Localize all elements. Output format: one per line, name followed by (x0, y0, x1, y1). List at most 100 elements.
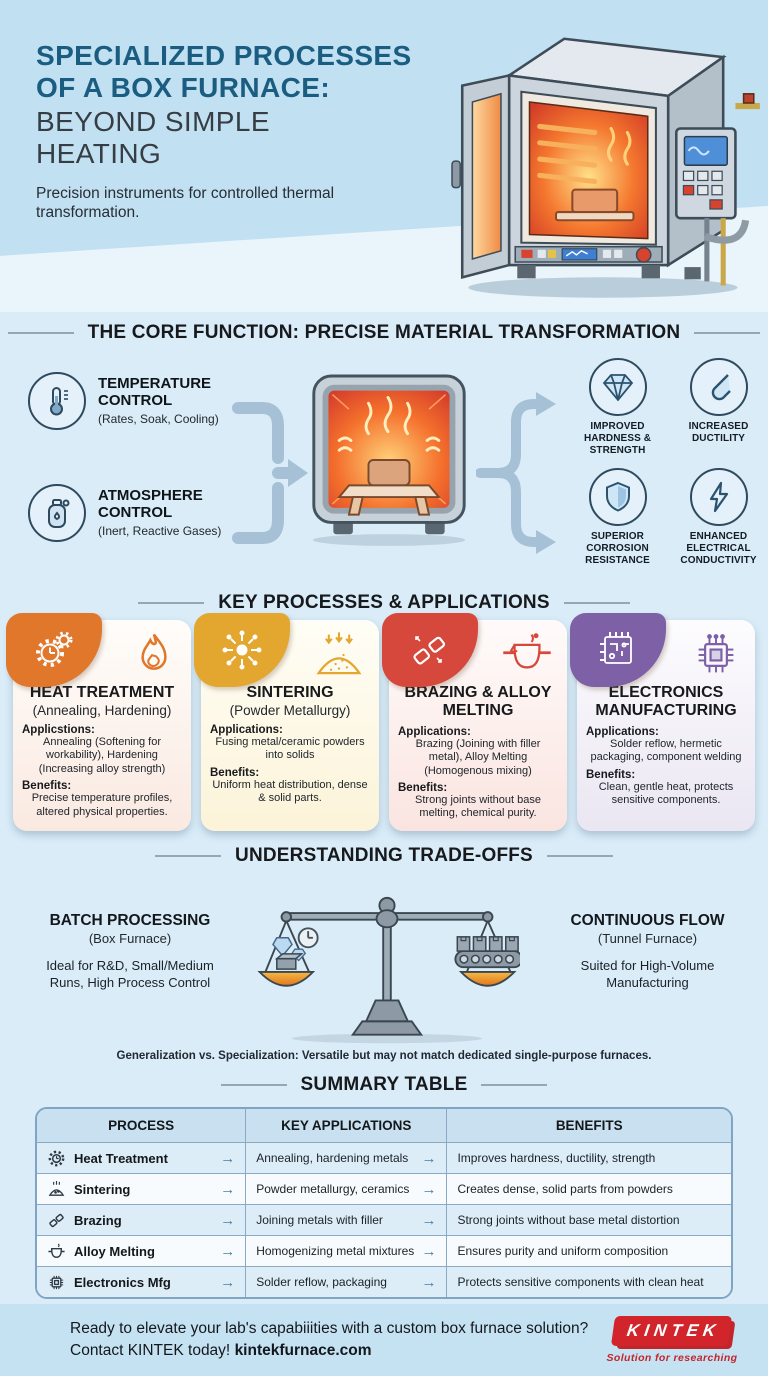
particle-scatter-icon (194, 613, 290, 687)
process-cards: HEAT TREATMENT (Annealing, Hardening) Ap… (0, 613, 768, 831)
summary-section-title: SUMMARY TABLE (0, 1074, 768, 1096)
col-header-benefits: BENEFITS (446, 1109, 731, 1142)
crucible-pour-icon (501, 630, 553, 680)
divider-line (546, 855, 613, 857)
merge-arrow (232, 402, 308, 544)
benefits-text: Strong joints without base melting, chem… (415, 794, 541, 820)
col-header-process: PROCESS (108, 1118, 175, 1133)
card-title: ELECTRONICS MANUFACTURING (595, 684, 737, 719)
process-name: Electronics Mfg (74, 1274, 171, 1290)
applications-text: Fusing metal/ceramic powders into solids (215, 735, 365, 762)
card-subtitle: (Annealing, Hardening) (32, 702, 172, 718)
arrow-icon: → (220, 1180, 236, 1198)
applications-label: Applications: (210, 723, 283, 736)
core-function-diagram: TEMPERATURE CONTROL (Rates, Soak, Coolin… (0, 356, 768, 592)
arrow-icon: → (220, 1242, 236, 1260)
applications-text: Brazing (Joining with filler metal), All… (415, 737, 541, 777)
table-row: Heat Treatment → Annealing, hardening me… (37, 1142, 731, 1173)
arrow-icon: → (220, 1211, 236, 1229)
output-corrosion: SUPERIOR CORROSION RESISTANCE (570, 468, 665, 566)
arrow-icon: → (220, 1273, 236, 1291)
benefits-label: Benefits: (586, 768, 636, 781)
process-name: Brazing (74, 1212, 122, 1228)
output-conductivity: ENHANCED ELECTRICAL CONDUCTIVITY (671, 468, 766, 566)
box-furnace-illustration (451, 37, 760, 298)
output-label: IMPROVED HARDNESS & STRENGTH (583, 421, 652, 456)
page-subtitle: BEYOND SIMPLE HEATING (36, 105, 270, 169)
col-header-applications: KEY APPLICATIONS (245, 1109, 446, 1142)
applications-cell: Powder metallurgy, ceramics (256, 1182, 410, 1196)
output-label: ENHANCED ELECTRICAL CONDUCTIVITY (680, 531, 757, 566)
input-atmosphere-control: ATMOSPHERE CONTROL (Inert, Reactive Gase… (28, 484, 268, 542)
card-electronics: ELECTRONICS MANUFACTURING Applications: … (570, 613, 755, 831)
core-section-title-text: THE CORE FUNCTION: PRECISE MATERIAL TRAN… (87, 322, 681, 343)
applications-cell: Joining metals with filler (256, 1213, 383, 1227)
divider-line (694, 332, 761, 334)
card-title: HEAT TREATMENT (29, 684, 175, 701)
divider-line (220, 1084, 287, 1086)
applications-cell: Homogenizing metal mixtures (256, 1244, 415, 1258)
table-row: Electronics Mfg → Solder reflow, packagi… (37, 1266, 731, 1297)
header-text-block: SPECIALIZED PROCESSES OF A BOX FURNACE: … (36, 40, 456, 222)
benefits-text: Clean, gentle heat, protects sensitive c… (598, 780, 734, 807)
chip-icon (49, 1275, 64, 1289)
kintek-logo-text: KINTEK (611, 1316, 733, 1346)
card-heat-treatment: HEAT TREATMENT (Annealing, Hardening) Ap… (6, 613, 191, 831)
shield-icon (588, 468, 647, 527)
divider-line (563, 602, 630, 604)
table-row: Brazing → Joining metals with filler → S… (37, 1204, 731, 1235)
chip-icon (691, 630, 741, 680)
page-title: SPECIALIZED PROCESSES OF A BOX FURNACE: (36, 40, 412, 103)
processes-section-title: KEY PROCESSES & APPLICATIONS (0, 592, 768, 614)
footer-line2: Contact KINTEK today! (70, 1341, 231, 1359)
split-arrow (476, 392, 556, 554)
powder-pile-icon (313, 630, 365, 680)
kintek-logo-tagline: Solution for researching (606, 1352, 738, 1364)
arrow-icon: → (421, 1149, 437, 1167)
footer-cta: Ready to elevate your lab's capabiiities… (70, 1318, 588, 1361)
process-name: Alloy Melting (74, 1243, 155, 1259)
card-title: SINTERING (246, 684, 334, 701)
applications-text: Solder reflow, hermetic packaging, compo… (590, 737, 742, 764)
benefits-cell: Protects sensitive components with clean… (457, 1275, 704, 1289)
summary-section-title-text: SUMMARY TABLE (300, 1074, 468, 1095)
table-row: Alloy Melting → Homogenizing metal mixtu… (37, 1235, 731, 1266)
ductility-icon (689, 358, 748, 416)
output-hardness: IMPROVED HARDNESS & STRENGTH (570, 358, 665, 456)
diamond-icon (588, 358, 647, 416)
lightning-icon (689, 468, 748, 527)
benefits-label: Benefits: (398, 782, 448, 795)
header-section: SPECIALIZED PROCESSES OF A BOX FURNACE: … (0, 0, 768, 312)
process-name: Heat Treatment (74, 1150, 168, 1166)
benefits-label: Benefits: (210, 766, 260, 779)
benefits-text: Uniform heat distribution, dense & solid… (212, 778, 368, 805)
card-sintering: SINTERING (Powder Metallurgy) Applicatio… (194, 613, 379, 831)
table-header-row: PROCESS KEY APPLICATIONS BENEFITS (37, 1109, 731, 1142)
input-note: (Inert, Reactive Gases) (98, 524, 222, 538)
processes-section-title-text: KEY PROCESSES & APPLICATIONS (218, 592, 550, 613)
tradeoffs-caption: Generalization vs. Specialization: Versa… (116, 1050, 652, 1062)
table-row: Sintering → Powder metallurgy, ceramics … (37, 1173, 731, 1204)
batch-title: BATCH PROCESSING (49, 912, 211, 929)
page-tagline: Precision instruments for controlled the… (36, 184, 335, 221)
gear-icon (48, 1150, 65, 1166)
continuous-title: CONTINUOUS FLOW (570, 912, 725, 929)
gas-cylinder-icon (28, 484, 86, 542)
applications-cell: Annealing, hardening metals (256, 1151, 409, 1165)
output-label: SUPERIOR CORROSION RESISTANCE (585, 531, 650, 566)
brazing-rod-icon (49, 1213, 64, 1227)
continuous-desc: Suited for High-Volume Manufacturing (580, 958, 715, 990)
card-title: BRAZING & ALLOY MELTING (404, 684, 552, 719)
input-title: ATMOSPHERE CONTROL (98, 487, 203, 521)
crucible-icon (48, 1243, 65, 1258)
tradeoffs-section-title-text: UNDERSTANDING TRADE-OFFS (235, 845, 533, 866)
flame-icon (131, 630, 177, 680)
applications-label: Applicstions: (22, 723, 95, 736)
core-section-title: THE CORE FUNCTION: PRECISE MATERIAL TRAN… (0, 322, 768, 344)
applications-label: Applications: (398, 725, 471, 738)
divider-line (155, 855, 222, 857)
benefits-cell: Creates dense, solid parts from powders (457, 1182, 673, 1196)
thermometer-icon (28, 372, 86, 430)
arrow-icon: → (421, 1180, 437, 1198)
input-title: TEMPERATURE CONTROL (98, 375, 212, 409)
